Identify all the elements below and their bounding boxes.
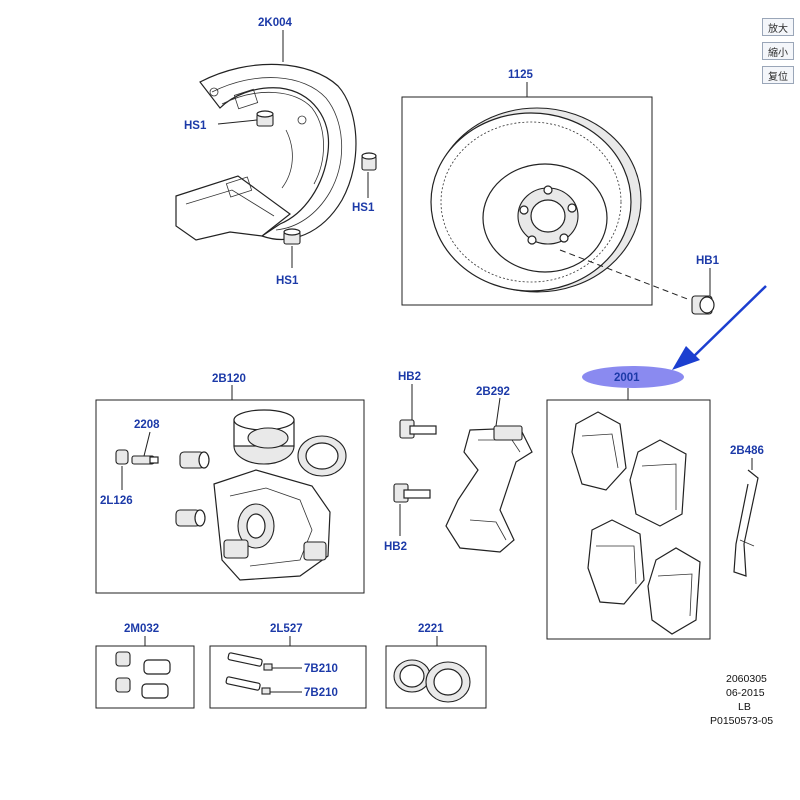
pins-kit-frame <box>209 645 367 709</box>
brake-disc[interactable] <box>430 107 642 293</box>
label-HS1-a: HS1 <box>184 120 207 132</box>
screw-hs1-c[interactable] <box>283 228 301 245</box>
stamp-line-3: LB <box>738 701 751 713</box>
brake-pad-1[interactable] <box>571 411 627 491</box>
guide-pin-boot-b[interactable] <box>175 509 206 527</box>
label-2221: 2221 <box>418 623 444 635</box>
label-7B210-a: 7B210 <box>304 663 338 675</box>
bolt-hb2-b[interactable] <box>393 483 431 503</box>
bolt-hb1[interactable] <box>691 295 715 315</box>
label-HS1-b: HS1 <box>352 202 375 214</box>
highlight-ellipse <box>582 366 684 388</box>
label-2208: 2208 <box>134 419 160 431</box>
label-2B120: 2B120 <box>212 373 246 385</box>
label-2L527: 2L527 <box>270 623 303 635</box>
guide-pin-boot-a[interactable] <box>179 451 210 469</box>
label-7B210-b: 7B210 <box>304 687 338 699</box>
caliper-carrier[interactable] <box>445 425 533 553</box>
highlight-arrow <box>672 285 767 370</box>
dust-shield[interactable] <box>175 63 357 241</box>
seal-kit-frame <box>385 645 487 709</box>
label-HB2-b: HB2 <box>384 541 407 553</box>
bolt-hb2-a[interactable] <box>399 419 437 439</box>
caliper-frame <box>95 399 365 594</box>
seal-kit-parts[interactable] <box>393 659 471 703</box>
brake-pad-2[interactable] <box>629 439 687 527</box>
piston-seal[interactable] <box>297 435 347 477</box>
label-2B486: 2B486 <box>730 445 764 457</box>
stamp-line-2: 06-2015 <box>726 687 765 699</box>
label-2B292: 2B292 <box>476 386 510 398</box>
reset-button[interactable]: 复位 <box>762 66 794 84</box>
caps-kit-frame <box>95 645 195 709</box>
zoom-in-button[interactable]: 放大 <box>762 18 794 36</box>
label-HB2-a: HB2 <box>398 371 421 383</box>
pad-clip-2B486[interactable] <box>733 469 759 577</box>
stamp-line-1: 2060305 <box>726 673 767 685</box>
caliper-body[interactable] <box>213 469 331 581</box>
screw-hs1-a[interactable] <box>256 110 274 127</box>
caps-kit-parts[interactable] <box>115 651 171 699</box>
pins-kit-parts[interactable] <box>225 652 273 695</box>
brake-pad-3[interactable] <box>587 519 645 605</box>
guide-pin-2208[interactable] <box>131 455 159 465</box>
pads-frame <box>546 399 711 640</box>
screw-hs1-b[interactable] <box>361 152 377 171</box>
zoom-out-button[interactable]: 縮小 <box>762 42 794 60</box>
caliper-piston[interactable] <box>233 409 295 465</box>
label-2L126: 2L126 <box>100 495 133 507</box>
label-HB1: HB1 <box>696 255 720 267</box>
brake-pad-4[interactable] <box>647 547 701 635</box>
label-2001: 2001 <box>614 372 640 384</box>
label-HS1-c: HS1 <box>276 275 299 287</box>
stamp-line-4: P0150573-05 <box>710 715 773 727</box>
label-2M032: 2M032 <box>124 623 159 635</box>
label-2K004: 2K004 <box>258 17 292 29</box>
bleed-screw-2L126[interactable] <box>115 449 129 465</box>
label-1125: 1125 <box>508 69 534 81</box>
